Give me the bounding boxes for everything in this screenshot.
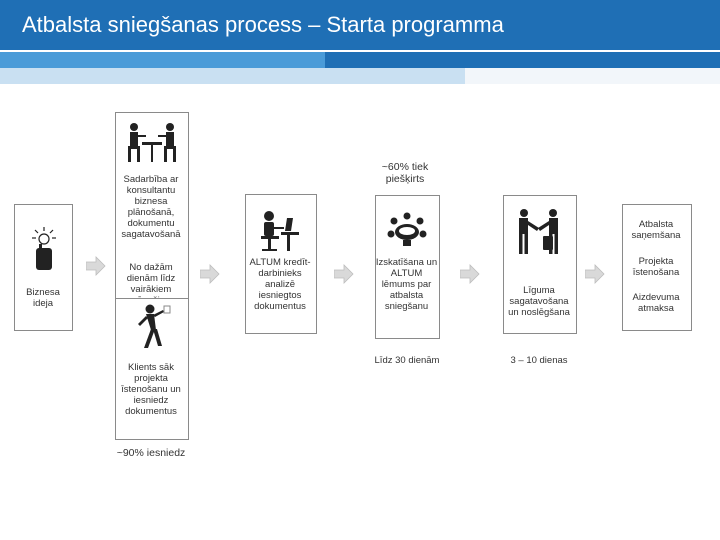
- accent-stripe: [325, 52, 720, 68]
- lightbulb-hand-icon: [32, 227, 56, 270]
- office-worker-icon: [261, 211, 299, 251]
- accent-stripe: [465, 68, 720, 84]
- decision-rate-note: ~60% tiek piešķirts: [381, 161, 429, 185]
- page-title: Atbalsta sniegšanas process – Starta pro…: [22, 12, 504, 37]
- step-contract-label: Līguma sagatavošana un noslēgšana: [508, 285, 570, 318]
- arrow-icon: [86, 256, 106, 276]
- contract-duration: 3 – 10 dienas: [510, 355, 568, 366]
- step-contract-box: [503, 195, 577, 334]
- meeting-icon: [128, 123, 176, 162]
- decision-duration: Līdz 30 dienām: [374, 355, 440, 366]
- step-analysis-label: ALTUM kredīt-darbinieks analizē iesniegt…: [249, 257, 311, 312]
- arrow-icon: [200, 264, 220, 284]
- step-decision-label: Izskatīšana un ALTUM lēmums par atbalsta…: [375, 257, 438, 312]
- final-label-support: Atbalsta saņemšana: [631, 219, 681, 241]
- final-label-repayment: Aizdevuma atmaksa: [632, 292, 680, 314]
- handshake-icon: [519, 209, 558, 254]
- arrow-icon: [585, 264, 605, 284]
- header-bar: Atbalsta sniegšanas process – Starta pro…: [0, 0, 720, 50]
- accent-stripe: [0, 52, 325, 68]
- arrow-icon: [334, 264, 354, 284]
- walking-person-icon: [138, 304, 171, 348]
- step-cooperation-label: Sadarbība ar konsultantu biznesa plānoša…: [121, 174, 181, 240]
- final-label-implementation: Projekta īstenošana: [632, 256, 680, 278]
- accent-stripe: [0, 68, 465, 84]
- step-idea-label: Biznesa ideja: [26, 287, 60, 309]
- step-submit-label: Klients sāk projekta īstenošanu un iesni…: [121, 362, 181, 417]
- round-table-icon: [387, 212, 427, 246]
- step-final-box: [622, 204, 692, 331]
- submit-rate-note: ~90% iesniedz: [116, 447, 186, 459]
- arrow-icon: [460, 264, 480, 284]
- step-analysis-box: [245, 194, 317, 334]
